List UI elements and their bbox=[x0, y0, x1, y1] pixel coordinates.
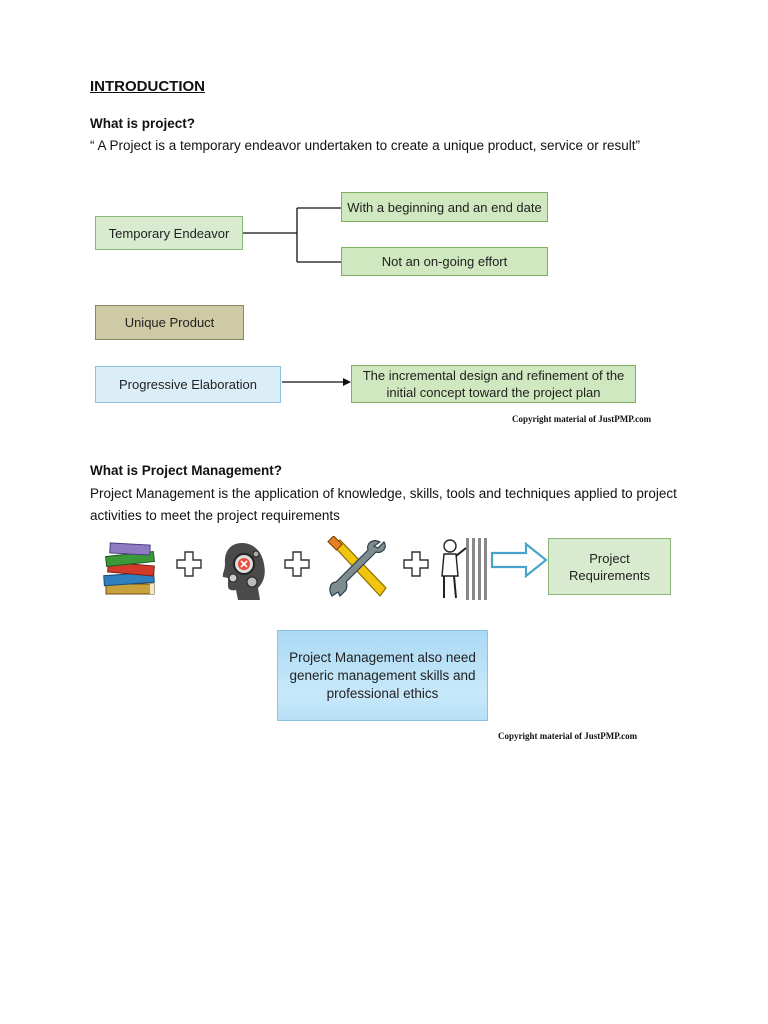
diagram1-connectors bbox=[243, 207, 351, 386]
project-requirements-box: Project Requirements bbox=[548, 538, 671, 595]
temporary-endeavor-box: Temporary Endeavor bbox=[95, 216, 243, 250]
arrow-right-icon bbox=[490, 542, 548, 578]
copyright-1: Copyright material of JustPMP.com bbox=[512, 414, 652, 424]
management-skills-note: Project Management also need generic man… bbox=[277, 630, 488, 721]
progressive-elaboration-box: Progressive Elaboration bbox=[95, 366, 281, 403]
books-icon bbox=[103, 542, 155, 595]
incremental-design-box: The incremental design and refinement of… bbox=[351, 365, 636, 403]
plus-icon bbox=[284, 551, 310, 577]
wrench-screwdriver-icon bbox=[327, 536, 387, 598]
project-definition: “ A Project is a temporary endeavor unde… bbox=[90, 138, 641, 153]
head-gears-icon bbox=[222, 543, 265, 600]
beginning-end-box: With a beginning and an end date bbox=[341, 192, 548, 222]
not-ongoing-box: Not an on-going effort bbox=[341, 247, 548, 276]
copyright-2: Copyright material of JustPMP.com bbox=[498, 731, 638, 741]
worker-icon bbox=[441, 538, 487, 600]
question-project-management: What is Project Management? bbox=[90, 463, 283, 478]
plus-icon bbox=[176, 551, 202, 577]
page-heading: INTRODUCTION bbox=[90, 78, 205, 95]
project-management-definition: Project Management is the application of… bbox=[90, 486, 677, 523]
question-project: What is project? bbox=[90, 116, 196, 131]
unique-product-box: Unique Product bbox=[95, 305, 244, 340]
plus-icon bbox=[403, 551, 429, 577]
